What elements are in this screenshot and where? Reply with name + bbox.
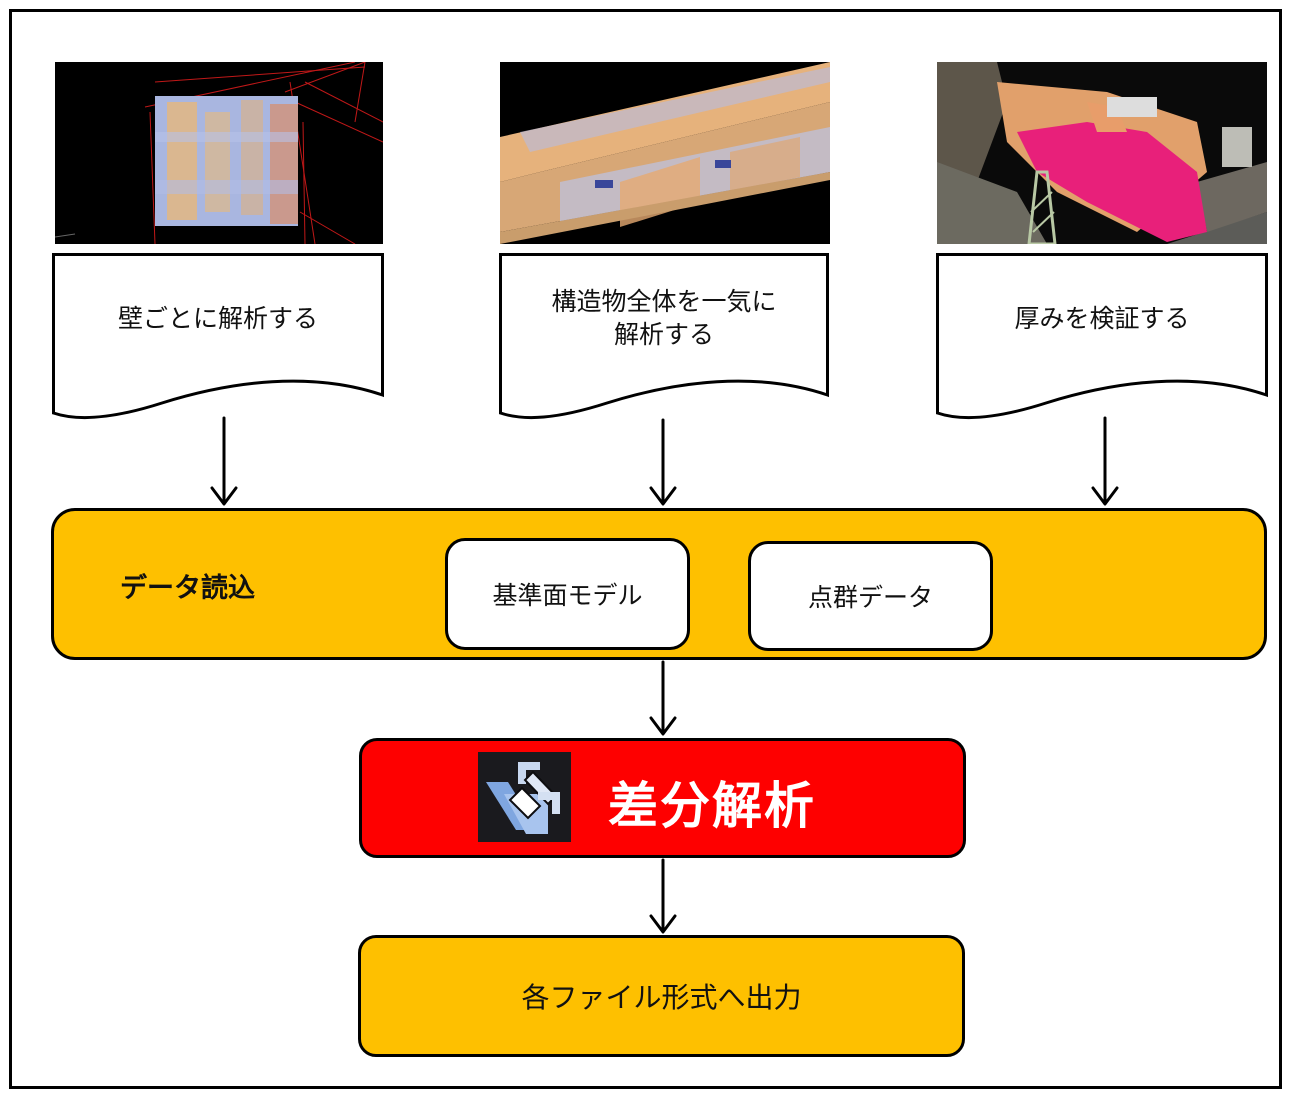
step-thickness-label: 厚みを検証する bbox=[1014, 303, 1190, 333]
reference-model-box: 基準面モデル bbox=[445, 538, 690, 650]
arrow-wall-to-load bbox=[210, 416, 238, 506]
arrow-structure-to-load bbox=[649, 418, 677, 506]
data-load-title: データ読込 bbox=[120, 573, 255, 604]
step-wall-document: 壁ごとに解析する bbox=[52, 253, 384, 425]
point-cloud-box: 点群データ bbox=[748, 541, 993, 651]
bridge-heatmap-image bbox=[500, 62, 830, 244]
wall-heatmap-image bbox=[55, 62, 383, 244]
arrow-analysis-to-output bbox=[649, 858, 677, 934]
diff-analysis-label: 差分解析 bbox=[608, 777, 816, 835]
diff-analysis-box bbox=[359, 738, 966, 858]
step-structure-document: 構造物全体を一気に 解析する bbox=[499, 253, 829, 425]
step-wall-label: 壁ごとに解析する bbox=[117, 303, 318, 333]
step-thickness-document: 厚みを検証する bbox=[936, 253, 1268, 425]
step-structure-label: 構造物全体を一気に 解析する bbox=[551, 287, 777, 349]
slope-pointcloud-image bbox=[937, 62, 1267, 244]
output-box: 各ファイル形式へ出力 bbox=[358, 935, 965, 1057]
arrow-load-to-analysis bbox=[649, 660, 677, 736]
diff-analysis-app-icon bbox=[478, 752, 571, 842]
arrow-thickness-to-load bbox=[1091, 416, 1119, 506]
